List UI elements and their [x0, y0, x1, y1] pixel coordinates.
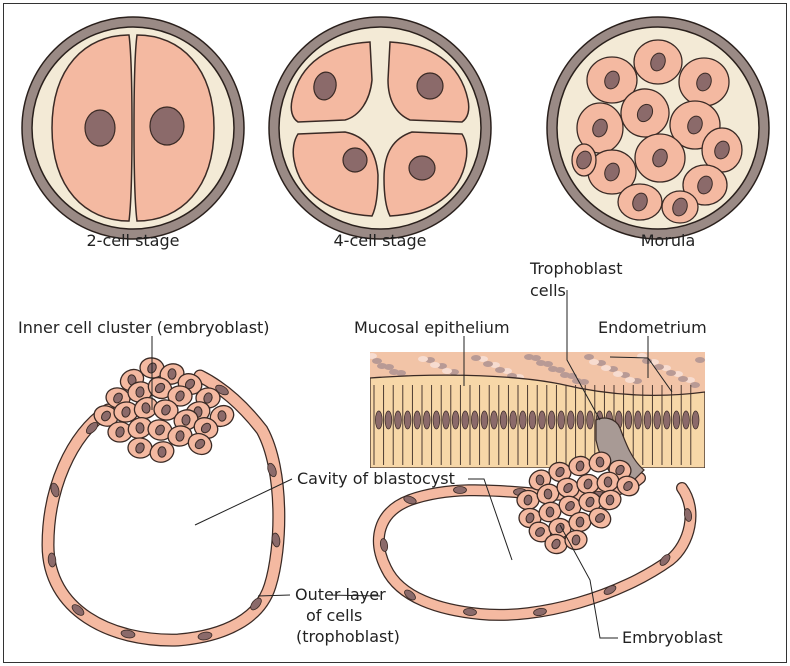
- stroma-cell: [377, 363, 387, 369]
- mucosal-epithelium-label: Mucosal epithelium: [354, 318, 510, 337]
- epithelial-nucleus: [673, 411, 680, 429]
- morula-embryo: [547, 17, 769, 239]
- epithelial-nucleus: [462, 411, 469, 429]
- epithelial-nucleus: [414, 411, 421, 429]
- epithelial-nucleus: [635, 411, 642, 429]
- outer-layer-label-line3: (trophoblast): [296, 627, 400, 646]
- nucleus: [218, 410, 227, 421]
- nucleus: [150, 107, 184, 145]
- nucleus: [168, 369, 177, 380]
- epithelial-nucleus: [385, 411, 392, 429]
- stroma-cell: [536, 360, 546, 366]
- nucleus: [182, 414, 191, 425]
- blastocyst: [48, 357, 281, 641]
- stroma-cell: [560, 372, 570, 378]
- four-cell-stage-label: 4-cell stage: [334, 231, 427, 250]
- stroma-cell: [367, 353, 377, 359]
- epithelial-nucleus: [519, 411, 526, 429]
- epithelial-nucleus: [433, 411, 440, 429]
- stroma-cell: [548, 366, 558, 372]
- epithelial-nucleus: [375, 411, 382, 429]
- stroma-cell: [442, 368, 452, 374]
- stroma-cell: [418, 356, 428, 362]
- stroma-cell: [678, 376, 688, 382]
- stroma-cell: [589, 359, 599, 365]
- cavity-of-blastocyst-label: Cavity of blastocyst: [297, 469, 455, 488]
- epithelial-nucleus: [567, 411, 574, 429]
- epithelial-nucleus: [644, 411, 651, 429]
- leader-embryoblast: [560, 525, 618, 638]
- epithelial-nucleus: [558, 411, 565, 429]
- stroma-cell: [483, 361, 493, 367]
- stroma-cell: [584, 354, 594, 360]
- epithelial-nucleus: [395, 411, 402, 429]
- zona-inner-space: [279, 27, 481, 229]
- epithelial-nucleus: [663, 411, 670, 429]
- epithelial-nucleus: [471, 411, 478, 429]
- two-cell-stage-label: 2-cell stage: [87, 231, 180, 250]
- epithelial-nucleus: [500, 411, 507, 429]
- stroma-cell: [625, 377, 635, 383]
- stroma-cell: [601, 365, 611, 371]
- epithelial-nucleus: [692, 411, 699, 429]
- stroma-cell: [666, 370, 676, 376]
- trophoblast-cells-label-line1: Trophoblast: [529, 259, 623, 278]
- stroma-cell: [430, 362, 440, 368]
- stroma-cell: [372, 358, 382, 364]
- epithelial-nucleus: [423, 411, 430, 429]
- nucleus: [604, 477, 612, 487]
- epithelial-nucleus: [587, 411, 594, 429]
- nucleus: [136, 423, 145, 434]
- epithelial-nucleus: [481, 411, 488, 429]
- nucleus: [606, 495, 614, 506]
- morula-label: Morula: [641, 231, 696, 250]
- outer-layer-label-line1: Outer layer: [295, 585, 386, 604]
- nucleus: [343, 148, 367, 172]
- epithelial-nucleus: [404, 411, 411, 429]
- outer-layer-label-line2: of cells: [306, 606, 362, 625]
- epithelial-nucleus: [510, 411, 517, 429]
- endometrium-label: Endometrium: [598, 318, 707, 337]
- two-cell-embryo: [22, 17, 244, 239]
- stroma-cell: [695, 357, 705, 363]
- endometrium-tissue: [367, 352, 705, 468]
- epithelial-nucleus: [452, 411, 459, 429]
- epithelial-nucleus: [577, 411, 584, 429]
- epithelial-nucleus: [548, 411, 555, 429]
- inner-cell-cluster-label: Inner cell cluster (embryoblast): [18, 318, 270, 337]
- epithelial-nucleus: [529, 411, 536, 429]
- nucleus: [409, 156, 435, 180]
- embryoblast-label: Embryoblast: [622, 628, 723, 647]
- stroma-cell: [495, 367, 505, 373]
- trophoblast-cells-label-line2: cells: [530, 281, 566, 300]
- epithelial-nucleus: [683, 411, 690, 429]
- stroma-cell: [471, 355, 481, 361]
- stroma-cell: [524, 354, 534, 360]
- trophoblast-nucleus: [454, 487, 467, 494]
- epithelial-nucleus: [625, 411, 632, 429]
- epithelial-nucleus: [443, 411, 450, 429]
- nucleus: [544, 489, 552, 499]
- nucleus: [158, 447, 166, 458]
- nucleus: [85, 110, 115, 146]
- epithelial-nucleus: [654, 411, 661, 429]
- stroma-cell: [389, 369, 399, 375]
- epithelial-nucleus: [491, 411, 498, 429]
- epithelial-nucleus: [539, 411, 546, 429]
- nucleus: [417, 73, 443, 99]
- stroma-cell: [690, 382, 700, 388]
- four-cell-embryo: [269, 17, 491, 239]
- nucleus: [546, 507, 554, 517]
- stroma-cell: [613, 371, 623, 377]
